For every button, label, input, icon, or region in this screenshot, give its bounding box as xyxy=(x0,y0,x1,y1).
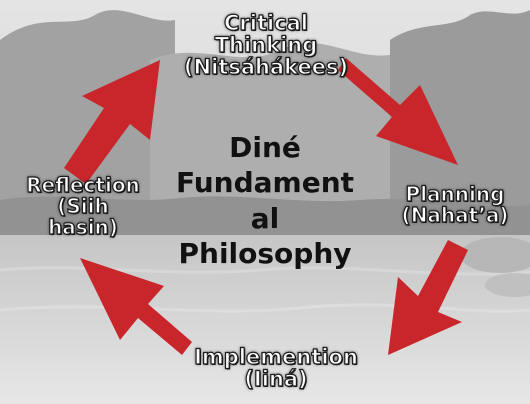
stage-critical-thinking: Critical Thinking (Nitsáhákees) xyxy=(168,11,364,80)
stage-label-line: (Nahat’a) xyxy=(401,203,509,227)
arrow-reflection-to-critical xyxy=(64,60,160,184)
center-title-line: Philosophy xyxy=(178,236,352,270)
stage-label-line: (Nitsáhákees) xyxy=(183,55,349,80)
stage-implementation: Implemention (Iiná) xyxy=(178,345,374,392)
stage-label-line: Implemention xyxy=(193,345,358,369)
stage-label-line: (Siih xyxy=(57,194,110,218)
center-title: Diné Fundament al Philosophy xyxy=(160,130,370,271)
river-rock xyxy=(460,237,530,273)
stage-label-line: Planning xyxy=(405,182,505,206)
stage-planning: Planning (Nahat’a) xyxy=(385,182,525,227)
stage-label-line: (Iiná) xyxy=(244,367,309,392)
stage-label-line: Critical xyxy=(223,11,309,35)
arrow-planning-to-implementation xyxy=(388,240,468,355)
tree-line-left xyxy=(0,10,175,240)
center-title-line: al xyxy=(250,201,280,235)
center-title-line: Diné xyxy=(229,131,301,164)
tree-line-right xyxy=(390,10,530,240)
stage-label-line: Reflection xyxy=(26,173,141,197)
stage-label-line: hasin) xyxy=(47,215,118,239)
stage-reflection: Reflection (Siih hasin) xyxy=(8,173,158,239)
arrow-critical-to-planning xyxy=(338,58,458,165)
stage-label-line: Thinking xyxy=(214,33,318,58)
center-title-line: Fundament xyxy=(175,166,355,200)
arrow-implementation-to-reflection xyxy=(80,258,192,355)
